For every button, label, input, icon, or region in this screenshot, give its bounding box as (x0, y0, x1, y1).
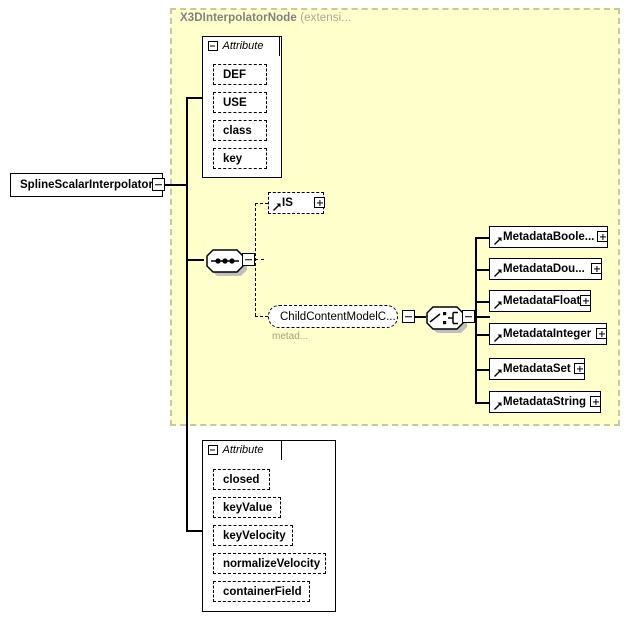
metadata-boolean-expand[interactable] (597, 231, 608, 242)
child-content-model-label: ChildContentModelC... (280, 310, 396, 323)
root-element-box[interactable]: SplineScalarInterpolator (10, 173, 166, 200)
child-content-model-group[interactable]: ChildContentModelC... (268, 305, 401, 331)
connector-to-metadata-4 (475, 369, 490, 371)
metadata-integer-box[interactable]: MetadataInteger (489, 323, 610, 348)
connector-to-metadata-5 (475, 402, 490, 404)
connector-to-metadata-1 (475, 269, 490, 271)
reference-arrow-icon (494, 334, 502, 342)
metadata-set-box[interactable]: MetadataSet (489, 358, 588, 383)
minus-icon[interactable] (207, 445, 218, 455)
attribute-label: normalizeVelocity (223, 557, 321, 570)
metadata-label: MetadataString (503, 396, 587, 408)
extension-title: X3DInterpolatorNode (extensi... (180, 12, 351, 24)
metadata-double-expand[interactable] (591, 263, 602, 274)
metadata-set-expand[interactable] (574, 363, 585, 374)
attribute-label: DEF (223, 68, 246, 81)
is-expand-toggle[interactable] (314, 197, 325, 208)
inherited-attribute-header[interactable]: Attribute (201, 35, 280, 56)
connector-to-metadata-0 (475, 237, 490, 239)
connector-group-to-choice (415, 316, 426, 318)
connector-choice-stub (475, 316, 490, 318)
metadata-double-box[interactable]: MetadataDou... (489, 258, 605, 283)
choice-icon[interactable] (424, 302, 468, 333)
attribute-label: containerField (223, 585, 302, 598)
metadata-float-expand[interactable] (580, 295, 591, 306)
reference-arrow-icon (494, 301, 502, 309)
is-element-label: IS (282, 197, 293, 209)
connector-spine-to-sequence (186, 259, 204, 261)
connector-to-metadata-2 (475, 301, 490, 303)
reference-arrow-icon (273, 203, 281, 211)
attribute-chip-keyvelocity[interactable]: keyVelocity (213, 525, 296, 549)
connector-sequence-branch (255, 259, 264, 260)
inherited-attribute-label: Attribute (222, 40, 264, 52)
attribute-chip-use[interactable]: USE (213, 92, 270, 116)
reference-arrow-icon (494, 237, 502, 245)
own-attribute-label: Attribute (222, 444, 264, 456)
connector-spine-to-own-attributes (186, 530, 203, 532)
metadata-float-box[interactable]: MetadataFloat (489, 290, 594, 315)
attribute-label: class (223, 124, 252, 137)
root-collapse-toggle[interactable] (152, 178, 165, 191)
metadata-string-box[interactable]: MetadataString (489, 391, 604, 416)
attribute-label: USE (223, 96, 247, 109)
connector-sequence-to-child-content (255, 316, 268, 317)
reference-arrow-icon (494, 269, 502, 277)
sequence-icon[interactable] (203, 245, 247, 276)
attribute-chip-containerfield[interactable]: containerField (213, 581, 313, 605)
metadata-label: MetadataBoole... (503, 231, 595, 243)
metadata-boolean-box[interactable]: MetadataBoole... (489, 226, 611, 251)
metadata-label: MetadataInteger (503, 328, 592, 340)
metadata-label: MetadataDou... (503, 263, 585, 275)
attribute-label: key (223, 152, 243, 165)
child-content-model-toggle[interactable] (402, 310, 415, 323)
attribute-chip-key[interactable]: key (213, 148, 270, 172)
attribute-chip-def[interactable]: DEF (213, 64, 270, 88)
own-attribute-header[interactable]: Attribute (201, 439, 282, 460)
metadata-label: MetadataSet (503, 363, 571, 375)
extension-type-name: X3DInterpolatorNode (180, 12, 297, 24)
connector-root-to-spine (165, 184, 186, 186)
root-element-label: SplineScalarInterpolator (20, 179, 153, 191)
metadata-integer-expand[interactable] (596, 328, 607, 339)
connector-to-metadata-3 (475, 334, 490, 336)
attribute-label: closed (223, 473, 260, 486)
connector-spine-to-attributes (186, 97, 203, 99)
metadata-label: MetadataFloat (503, 295, 581, 307)
attribute-label: keyValue (223, 501, 273, 514)
sequence-collapse-toggle[interactable] (242, 253, 255, 266)
reference-arrow-icon (494, 369, 502, 377)
choice-collapse-toggle[interactable] (462, 310, 475, 323)
minus-icon[interactable] (207, 41, 218, 51)
connector-sequence-branch-vertical (255, 203, 256, 316)
attribute-label: keyVelocity (223, 529, 286, 542)
extension-subtitle: (extensi... (300, 12, 352, 24)
reference-arrow-icon (494, 402, 502, 410)
attribute-chip-normalizevelocity[interactable]: normalizeVelocity (213, 553, 329, 577)
metadata-string-expand[interactable] (590, 396, 601, 407)
attribute-chip-keyvalue[interactable]: keyValue (213, 497, 284, 521)
attribute-chip-class[interactable]: class (213, 120, 270, 144)
connector-metadata-bus (475, 237, 477, 403)
connector-spine-vertical (186, 97, 188, 531)
child-content-model-sublabel: metad... (272, 331, 309, 342)
attribute-chip-closed[interactable]: closed (213, 469, 273, 493)
connector-sequence-to-is (255, 203, 268, 204)
